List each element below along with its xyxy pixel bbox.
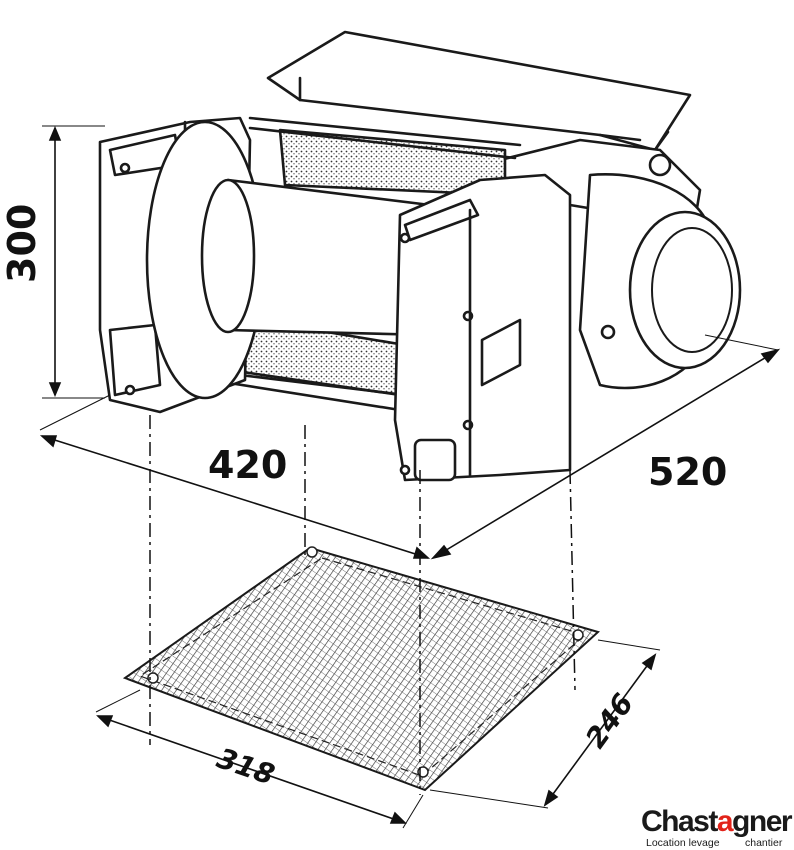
svg-text:Chastagner: Chastagner xyxy=(641,805,793,838)
base-width-dimension-label: 318 xyxy=(213,741,279,791)
logo-text-part2: gner xyxy=(732,805,793,838)
dimension-lines xyxy=(39,125,781,829)
width-dimension-label: 420 xyxy=(208,443,287,487)
nameplate xyxy=(480,318,522,387)
logo-tagline-right: chantier xyxy=(745,837,783,849)
base-plate-footprint xyxy=(122,546,600,792)
height-dimension-label: 300 xyxy=(0,204,44,283)
logo-text-accent: a xyxy=(717,805,734,838)
length-dimension-label: 520 xyxy=(648,450,727,494)
top-cover-plate xyxy=(266,30,692,152)
winch-illustration xyxy=(98,30,742,482)
logo-text-part1: Chast xyxy=(641,805,718,838)
motor-end-cap xyxy=(628,210,742,370)
logo-tagline-left: Location levage xyxy=(646,837,720,849)
chastagner-logo: Chastagner Location levage chantier xyxy=(641,805,794,849)
base-depth-dimension-label: 246 xyxy=(579,687,640,754)
